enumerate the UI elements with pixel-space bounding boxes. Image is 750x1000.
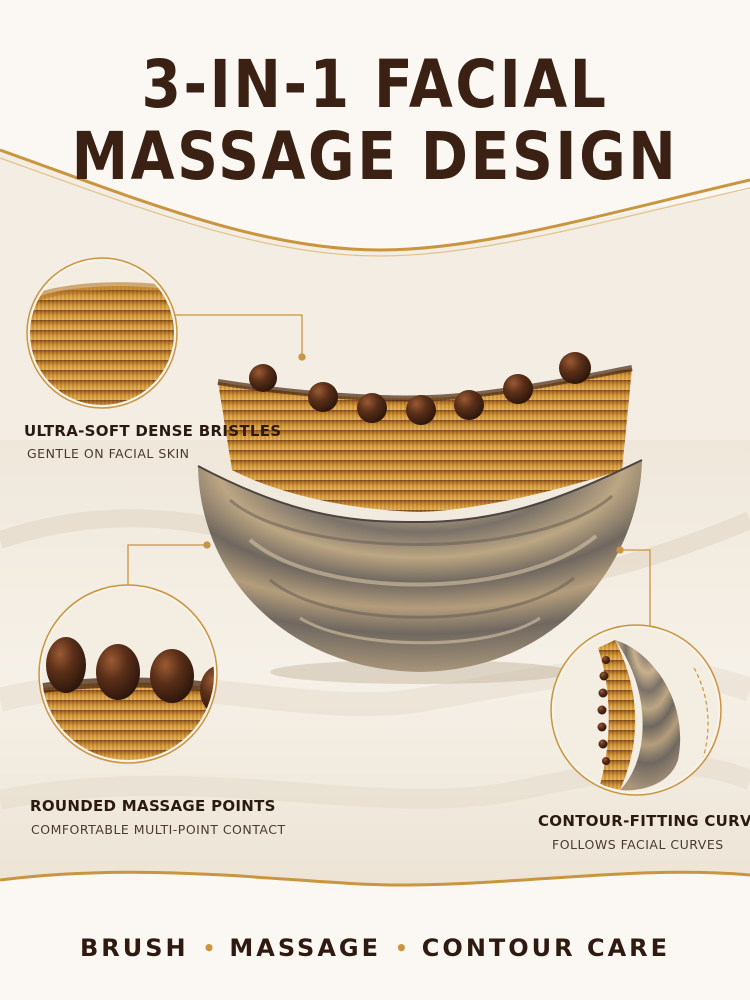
feature-2-subtitle: COMFORTABLE MULTI-POINT CONTACT bbox=[31, 822, 286, 837]
product-brush bbox=[197, 352, 643, 684]
contour-side-view bbox=[550, 624, 722, 796]
footer-item-brush: BRUSH bbox=[79, 934, 189, 962]
feature-2-title: ROUNDED MASSAGE POINTS bbox=[30, 797, 276, 815]
feature-1-subtitle: GENTLE ON FACIAL SKIN bbox=[27, 446, 190, 461]
massage-points-closeup bbox=[38, 584, 218, 764]
footer-separator-dot: • bbox=[202, 936, 216, 960]
footer-separator-dot: • bbox=[395, 936, 408, 960]
footer-tagline: BRUSH • MASSAGE • CONTOUR CARE bbox=[0, 928, 750, 968]
feature-3-subtitle: FOLLOWS FACIAL CURVES bbox=[552, 837, 724, 852]
headline-line-2: MASSAGE DESIGN bbox=[71, 118, 679, 195]
footer-item-massage: MASSAGE bbox=[229, 934, 381, 962]
footer-item-contour-care: CONTOUR CARE bbox=[421, 934, 671, 962]
feature-1-title: ULTRA-SOFT DENSE BRISTLES bbox=[24, 422, 282, 440]
bristles-closeup bbox=[26, 257, 178, 409]
callout-lines bbox=[127, 314, 651, 628]
headline-line-1: 3-IN-1 FACIAL bbox=[141, 46, 609, 123]
feature-3-title: CONTOUR-FITTING CURVE bbox=[538, 812, 750, 830]
